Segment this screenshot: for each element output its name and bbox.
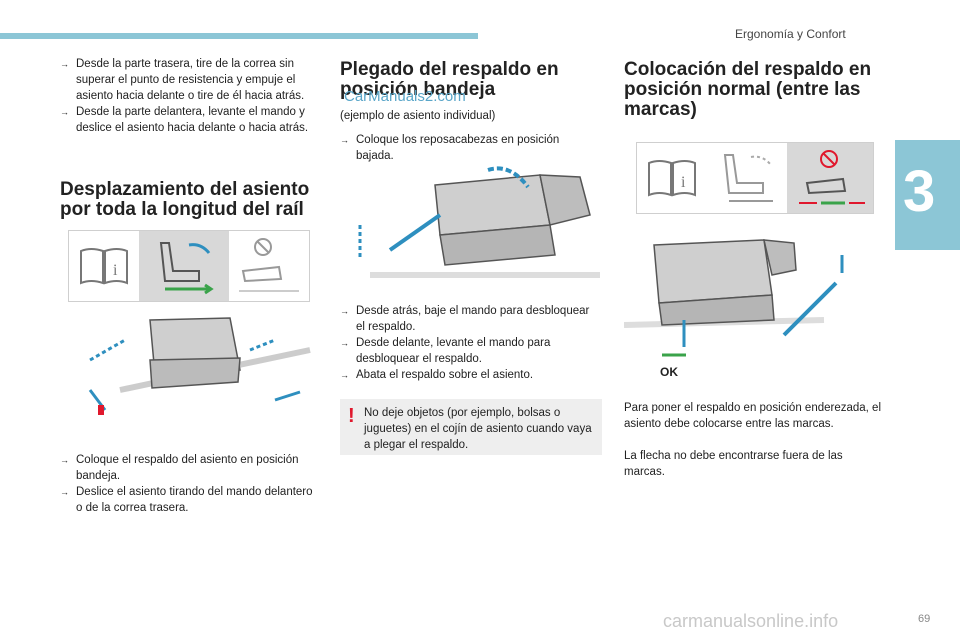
bullet: Desde la parte delantera, levante el man… <box>60 104 320 136</box>
col2-title: Plegado del respaldo en posición bandeja <box>340 59 559 100</box>
ok-label: OK <box>660 365 678 379</box>
col3-paragraph-2: La flecha no debe encontrarse fuera de l… <box>624 450 843 478</box>
seat-marks-icon <box>787 143 873 213</box>
col2-bullets-bottom: Desde atrás, baje el mando para desbloqu… <box>340 303 600 383</box>
warning-text: No deje objetos (por ejemplo, bolsas o j… <box>364 407 592 451</box>
bullet: Desde delante, levante el mando para des… <box>340 335 600 367</box>
bullet: Deslice el asiento tirando del mando del… <box>60 484 320 516</box>
col2-subtitle: (ejemplo de asiento individual) <box>340 110 496 122</box>
footer-watermark: carmanualsonline.info <box>663 611 839 631</box>
col3-title: Colocación del respaldo en posición norm… <box>624 59 872 120</box>
seat-normal-position-illustration <box>623 225 889 390</box>
svg-text:i: i <box>113 262 118 279</box>
chapter-tab <box>895 140 960 250</box>
seat-fold-illustration <box>340 165 605 295</box>
col2-bullets-top: Coloque los reposacabezas en posición ba… <box>340 132 600 164</box>
page-number: 69 <box>918 613 931 625</box>
bullet: Coloque los reposacabezas en posición ba… <box>340 132 600 164</box>
warning-icon: ! <box>348 405 355 427</box>
seat-position-icon-panel: i <box>636 142 874 214</box>
seat-slide-icon <box>139 231 229 301</box>
bullet: Desde atrás, baje el mando para desbloqu… <box>340 303 600 335</box>
col1-bullets-bottom: Coloque el respaldo del asiento en posic… <box>60 452 320 516</box>
section-title: Ergonomía y Confort <box>735 27 846 41</box>
chapter-number: 3 <box>903 159 936 224</box>
bullet: Abata el respaldo sobre el asiento. <box>340 367 600 383</box>
seat-no-icon <box>229 231 309 301</box>
manual-book-icon: i <box>69 231 139 301</box>
svg-text:i: i <box>681 174 686 191</box>
watermark: CarManuals2.com <box>344 88 466 105</box>
seat-slide-icon <box>707 143 787 213</box>
seat-slide-icon-panel: i <box>68 230 310 302</box>
warning-box: ! No deje objetos (por ejemplo, bolsas o… <box>340 399 602 455</box>
col1-title: Desplazamiento del asiento por toda la l… <box>60 179 310 220</box>
bullet: Desde la parte trasera, tire de la corre… <box>60 56 320 104</box>
manual-book-icon: i <box>637 143 707 213</box>
seat-slide-illustration <box>60 310 320 440</box>
col3-paragraph-1: Para poner el respaldo en posición ender… <box>624 402 882 430</box>
header-accent-bar <box>0 33 478 39</box>
bullet: Coloque el respaldo del asiento en posic… <box>60 452 320 484</box>
col1-bullets-top: Desde la parte trasera, tire de la corre… <box>60 56 320 136</box>
